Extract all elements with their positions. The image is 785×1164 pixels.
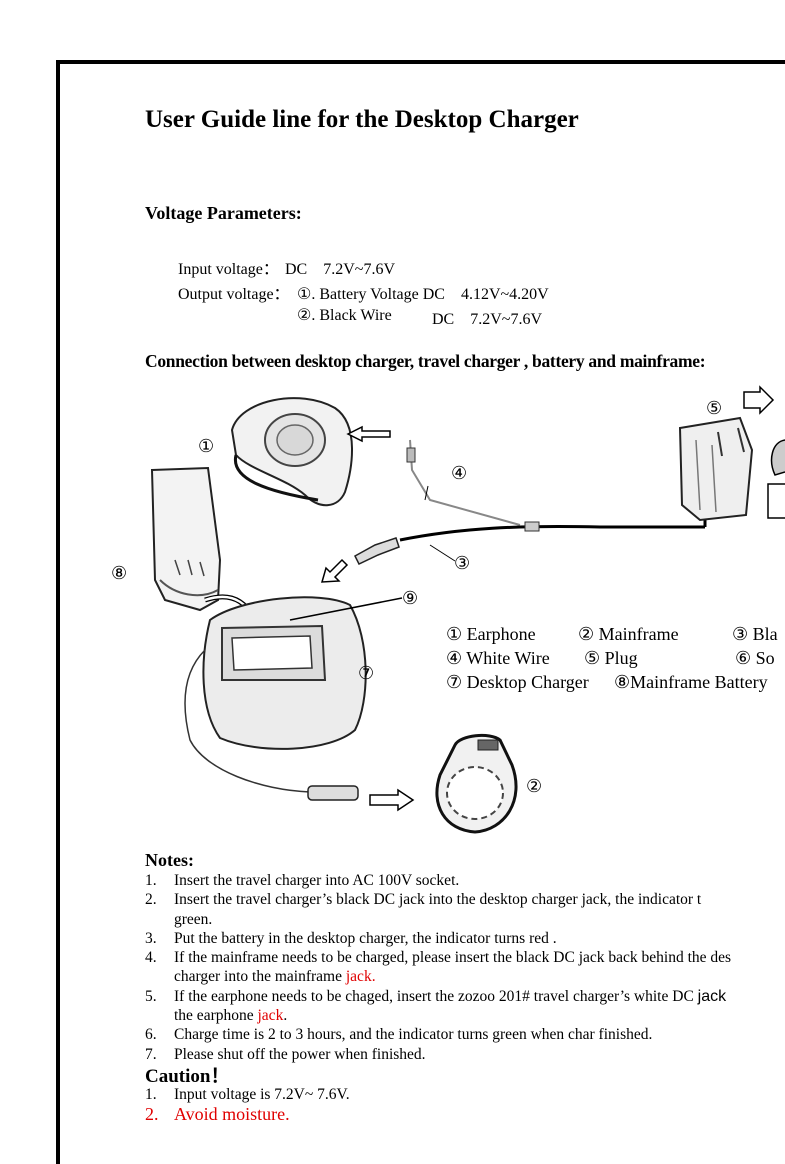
callout-2: ② (526, 776, 543, 796)
arrow-down-left-icon (320, 558, 349, 583)
output-voltage-blackwire-value: DC 7.2V~7.6V (432, 311, 542, 328)
legend-earphone: ① Earphone (446, 624, 536, 644)
caution-heading: Caution！ (145, 1066, 230, 1087)
battery-drawing (150, 466, 222, 612)
arrow-right-icon-2 (369, 788, 415, 812)
input-voltage-label: Input voltage： (178, 261, 279, 278)
input-voltage-value: DC 7.2V~7.6V (285, 261, 395, 278)
connection-heading: Connection between desktop charger, trav… (145, 351, 706, 371)
legend-white-wire: ④ White Wire (446, 648, 550, 668)
list-item: 7.Please shut off the power when finishe… (145, 1045, 426, 1063)
list-item: 1.Input voltage is 7.2V~ 7.6V. (145, 1086, 350, 1103)
legend-desktop-charger: ⑦ Desktop Charger (446, 672, 589, 692)
callout-8: ⑧ (111, 563, 128, 583)
callout-5: ⑤ (706, 398, 723, 418)
desktop-charger-drawing (184, 596, 367, 793)
callout-3: ③ (454, 553, 471, 573)
legend-mainframe: ② Mainframe (578, 624, 679, 644)
travel-charger-drawing (678, 416, 754, 522)
callout-1: ① (198, 436, 215, 456)
legend-socket: ⑥ So (735, 648, 775, 668)
list-item: 6.Charge time is 2 to 3 hours, and the i… (145, 1026, 653, 1044)
mainframe-drawing (435, 733, 518, 834)
list-item: 2.Avoid moisture. (145, 1104, 290, 1125)
list-item: 4.If the mainframe needs to be charged, … (145, 949, 732, 986)
list-item: 5.If the earphone needs to be chaged, in… (145, 987, 727, 1025)
earphone-drawing (230, 397, 353, 507)
notes-heading: Notes: (145, 850, 194, 870)
legend-plug: ⑤ Plug (584, 648, 638, 668)
output-voltage-battery: ①. Battery Voltage DC 4.12V~4.20V (297, 286, 549, 303)
list-item: 2.Insert the travel charger’s black DC j… (145, 891, 702, 928)
connection-diagram (150, 385, 785, 834)
voltage-heading: Voltage Parameters: (145, 203, 302, 223)
arrow-left-icon (346, 425, 391, 443)
caution-list: 1.Input voltage is 7.2V~ 7.6V. 2.Avoid m… (145, 1085, 785, 1125)
list-item: 1.Insert the travel charger into AC 100V… (145, 872, 460, 889)
output-voltage-blackwire: ②. Black Wire (297, 307, 392, 324)
legend-mainframe-battery: ⑧Mainframe Battery (614, 672, 768, 692)
list-item: 3.Put the battery in the desktop charger… (145, 929, 557, 947)
notes-list: 1.Insert the travel charger into AC 100V… (145, 871, 785, 1064)
output-voltage-label: Output voltage： (178, 286, 290, 303)
callout-9: ⑨ (402, 588, 419, 608)
legend-black-wire: ③ Bla (732, 624, 778, 644)
page-border (56, 60, 785, 1164)
callout-4: ④ (451, 463, 468, 483)
document-title: User Guide line for the Desktop Charger (145, 106, 579, 133)
callout-7: ⑦ (358, 663, 375, 683)
arrow-right-icon (743, 385, 775, 415)
